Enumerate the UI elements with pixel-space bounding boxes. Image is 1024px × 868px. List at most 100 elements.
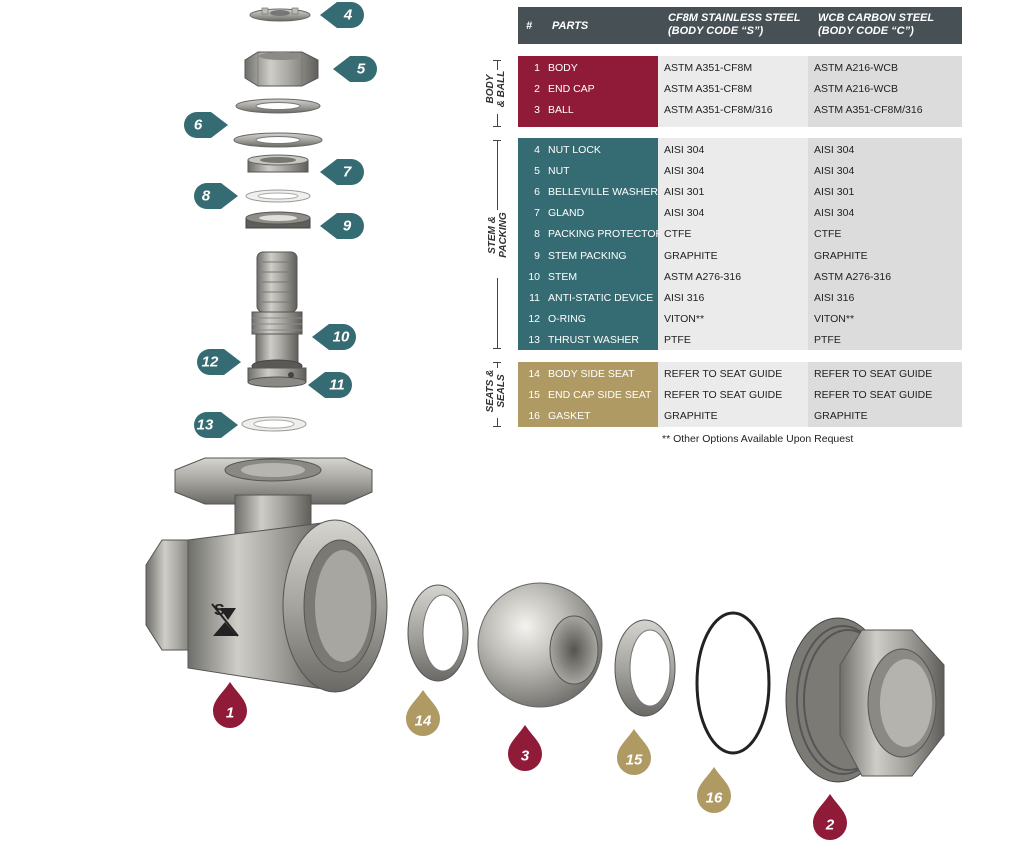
cell-text: AISI 304 xyxy=(814,207,855,220)
bracket-cap xyxy=(493,126,501,127)
callout-9: 9 xyxy=(320,213,364,239)
cell-text: AISI 316 xyxy=(814,291,855,304)
row-number: 5 xyxy=(534,165,540,178)
bracket-line xyxy=(497,140,498,210)
svg-text:10: 10 xyxy=(333,329,350,346)
row-part-name: GASKET xyxy=(548,410,591,423)
row-part-name: GLAND xyxy=(548,207,585,220)
bracket-line xyxy=(497,114,498,126)
bracket-cap xyxy=(493,140,501,141)
table-header: # PARTS CF8M STAINLESS STEEL (BODY CODE … xyxy=(518,7,962,44)
cell-text: ASTM A351-CF8M xyxy=(664,62,753,74)
group-body-ball-bg xyxy=(518,56,658,127)
callout-11: 11 xyxy=(308,372,352,398)
header-num: # xyxy=(526,20,533,32)
cell-text: CTFE xyxy=(664,228,692,241)
bracket-line xyxy=(497,60,498,70)
bracket-cap xyxy=(493,426,501,427)
svg-text:6: 6 xyxy=(194,117,203,134)
cell-text: AISI 301 xyxy=(814,186,855,199)
belleville-washers-part xyxy=(233,98,323,148)
cell-text: VITON** xyxy=(664,312,705,325)
cell-text: ASTM A351-CF8M/316 xyxy=(814,104,923,117)
callout-7: 7 xyxy=(320,159,364,185)
cell-text: REFER TO SEAT GUIDE xyxy=(814,389,933,402)
row-part-name: STEM xyxy=(548,270,578,283)
cell-text: ASTM A351-CF8M xyxy=(664,83,753,96)
gasket-part xyxy=(695,611,771,755)
row-part-name: ANTI-STATIC DEVICE xyxy=(548,291,654,304)
row-part-name: BODY SIDE SEAT xyxy=(548,368,635,380)
group-label-body-ball: BODY & BALL xyxy=(485,70,507,108)
cell-text: AISI 301 xyxy=(664,186,705,199)
cell-text: VITON** xyxy=(814,312,855,325)
svg-text:11: 11 xyxy=(329,377,345,394)
stem-packing-part xyxy=(245,211,311,229)
row-cf8m-material: AISI 304 xyxy=(658,202,808,224)
row-number: 6 xyxy=(534,186,540,199)
thrust-washer-part xyxy=(241,416,307,432)
row-cf8m-material: AISI 301 xyxy=(658,181,808,203)
callout-10: 10 xyxy=(312,324,356,350)
svg-text:1: 1 xyxy=(226,705,234,722)
callout-2: 2 xyxy=(813,794,847,840)
row-number: 1 xyxy=(534,62,540,74)
cell-text: ASTM A276-316 xyxy=(664,270,742,283)
row-part-name: THRUST WASHER xyxy=(548,333,640,346)
group-label-seats-seals: SEATS & SEALS xyxy=(485,369,507,413)
header-wcb: WCB CARBON STEEL (BODY CODE “C”) xyxy=(818,12,935,37)
row-wcb-material: REFER TO SEAT GUIDE xyxy=(808,384,962,406)
row-cf8m-material: ASTM A351-CF8M xyxy=(658,57,808,78)
header-cf8m: CF8M STAINLESS STEEL (BODY CODE “S”) xyxy=(668,12,801,37)
svg-text:9: 9 xyxy=(343,218,352,235)
row-number: 12 xyxy=(528,312,540,325)
row-cf8m-material: VITON** xyxy=(658,307,808,329)
row-wcb-material: VITON** xyxy=(808,307,962,329)
row-part-name: O-RING xyxy=(548,312,586,325)
row-wcb-material: ASTM A351-CF8M/316 xyxy=(808,99,962,121)
row-cf8m-material: PTFE xyxy=(658,328,808,350)
row-cf8m-material: ASTM A276-316 xyxy=(658,265,808,287)
row-part-name: END CAP SIDE SEAT xyxy=(548,389,652,402)
bracket-line xyxy=(497,362,498,368)
svg-text:12: 12 xyxy=(202,354,219,371)
cell-text: PTFE xyxy=(814,333,841,346)
packing-protector-part xyxy=(245,189,311,203)
cell-text: GRAPHITE xyxy=(664,410,718,423)
row-wcb-material: ASTM A216-WCB xyxy=(808,78,962,100)
table-footnote: ** Other Options Available Upon Request xyxy=(662,433,854,445)
row-part-name: BALL xyxy=(548,104,574,117)
row-number: 14 xyxy=(528,368,540,380)
row-cf8m-material: ASTM A351-CF8M xyxy=(658,78,808,100)
svg-text:14: 14 xyxy=(415,713,432,730)
row-cf8m-material: AISI 316 xyxy=(658,286,808,308)
ball-part xyxy=(477,582,603,708)
row-cf8m-material: AISI 304 xyxy=(658,139,808,160)
row-part-name: NUT xyxy=(548,165,570,178)
end-cap-side-seat-part xyxy=(614,619,676,717)
svg-text:4: 4 xyxy=(343,7,353,24)
row-wcb-material: CTFE xyxy=(808,223,962,245)
callout-14: 14 xyxy=(406,690,440,736)
callout-3: 3 xyxy=(508,725,542,771)
row-wcb-material: REFER TO SEAT GUIDE xyxy=(808,363,962,384)
brand-logo: S xyxy=(211,602,239,637)
row-cf8m-material: AISI 304 xyxy=(658,160,808,182)
row-part-name: END CAP xyxy=(548,83,595,96)
row-part-name: PACKING PROTECTOR xyxy=(548,228,664,241)
cell-text: ASTM A276-316 xyxy=(814,270,892,283)
bracket-line xyxy=(497,278,498,348)
end-cap-part xyxy=(785,617,945,783)
svg-text:5: 5 xyxy=(357,61,366,78)
row-wcb-material: AISI 316 xyxy=(808,286,962,308)
row-number: 13 xyxy=(528,333,540,346)
callout-8: 8 xyxy=(194,183,238,209)
row-number: 11 xyxy=(529,291,540,304)
